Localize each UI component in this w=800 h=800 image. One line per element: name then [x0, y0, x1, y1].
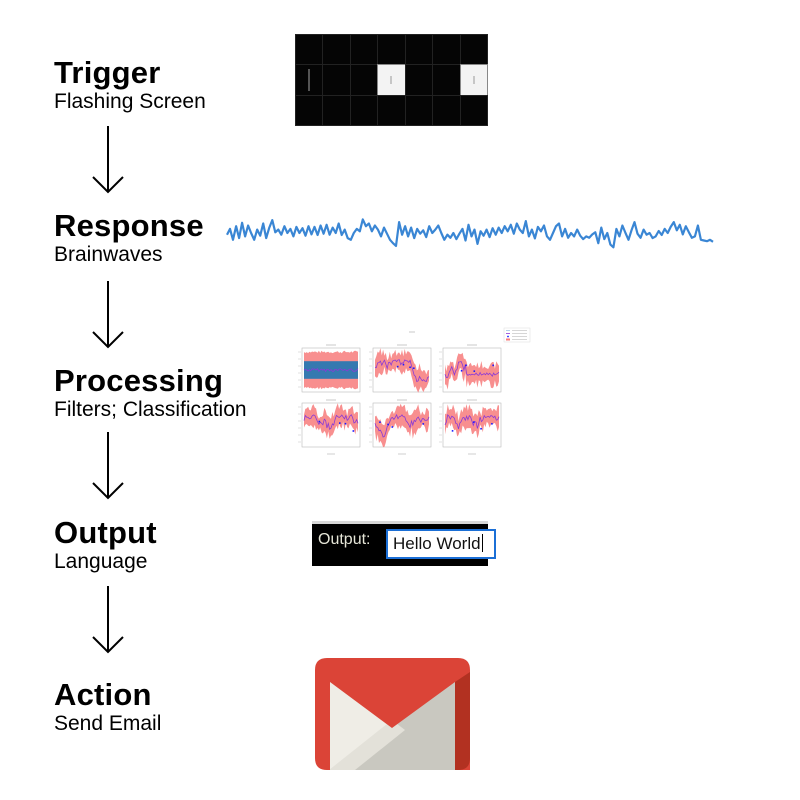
event-marker — [472, 421, 475, 423]
stage-title: Processing — [54, 363, 224, 398]
mean-line — [444, 414, 500, 430]
brainwave-line — [226, 218, 714, 249]
legend-swatch — [506, 338, 510, 341]
down-arrow-icon — [88, 432, 128, 502]
grid-cell — [404, 33, 434, 66]
mean-line — [303, 414, 359, 431]
grid-cell — [432, 94, 461, 127]
mean-line — [374, 413, 430, 438]
brainwave-signal — [226, 218, 714, 249]
event-marker — [344, 422, 347, 425]
grid-cell — [404, 94, 434, 127]
grid-cell — [459, 94, 489, 127]
grid-cell — [349, 94, 379, 127]
stage-trigger: Trigger Flashing Screen — [54, 56, 206, 114]
grid-cell-lit — [377, 64, 406, 96]
stage-subtitle: Language — [54, 550, 148, 573]
cell-label — [473, 75, 475, 84]
down-arrow-icon — [88, 586, 128, 656]
event-marker — [391, 426, 394, 428]
event-marker — [491, 423, 493, 425]
grid-cell — [294, 94, 324, 127]
event-marker — [409, 366, 411, 369]
output-label: Output: — [318, 531, 371, 548]
event-marker — [480, 427, 482, 430]
stage-output: Output Language — [54, 516, 157, 574]
stage-response: Response Brainwaves — [54, 209, 204, 267]
grid-cell — [432, 33, 461, 66]
mean-line — [374, 359, 430, 383]
grid-cell — [432, 64, 461, 96]
processing-figure — [298, 327, 531, 455]
event-marker — [318, 420, 321, 423]
uncertainty-band — [375, 348, 429, 393]
event-marker — [352, 430, 355, 432]
event-marker — [473, 370, 476, 372]
grid-cell — [459, 33, 489, 66]
stage-title: Trigger — [54, 55, 161, 90]
stage-subtitle: Brainwaves — [54, 243, 163, 266]
panel-border — [312, 521, 488, 524]
event-marker — [402, 363, 405, 366]
uncertainty-band — [304, 403, 358, 439]
grid-cell — [322, 64, 351, 96]
grid-cell — [294, 33, 324, 66]
text-caret — [481, 534, 483, 552]
uncertainty-band — [375, 403, 429, 448]
stage-title: Action — [54, 677, 152, 712]
cell-label — [308, 68, 311, 91]
stage-subtitle: Flashing Screen — [54, 90, 206, 113]
stage-title: Output — [54, 515, 157, 550]
stage-processing: Processing Filters; Classification — [54, 364, 247, 422]
grid-cell — [377, 94, 406, 127]
stage-action: Action Send Email — [54, 678, 161, 736]
event-marker — [339, 422, 341, 424]
grid-cell — [349, 64, 379, 96]
grid-cell — [349, 33, 379, 66]
stage-title: Response — [54, 208, 204, 243]
event-marker — [451, 430, 454, 432]
legend-box — [503, 327, 531, 343]
event-marker — [460, 369, 463, 372]
down-arrow-icon — [88, 281, 128, 351]
stage-subtitle: Send Email — [54, 712, 162, 735]
down-arrow-icon — [88, 126, 128, 196]
grid-cell-lit — [459, 64, 489, 96]
mean-line — [303, 368, 359, 373]
cell-label — [390, 75, 392, 84]
output-value: Hello World — [393, 534, 481, 553]
grid-cell — [322, 94, 351, 127]
grid-cell — [404, 64, 434, 96]
output-panel: Output: Hello World — [312, 521, 496, 566]
grid-cell — [294, 64, 324, 96]
gmail-m-shadow — [455, 672, 470, 770]
grid-cell — [377, 33, 406, 66]
gmail-icon — [315, 658, 470, 770]
event-marker — [492, 364, 494, 367]
mean-line — [444, 361, 500, 379]
event-marker — [387, 423, 389, 426]
legend-swatch — [507, 335, 509, 338]
event-marker — [465, 364, 467, 367]
gmail-m — [315, 658, 470, 770]
event-marker — [379, 421, 381, 424]
grid-cell — [322, 33, 351, 66]
event-marker — [422, 423, 425, 425]
event-marker — [396, 365, 399, 368]
event-marker — [413, 367, 415, 370]
output-text-field[interactable]: Hello World — [386, 529, 496, 559]
stage-subtitle: Filters; Classification — [54, 398, 247, 421]
flashing-screen-grid — [294, 33, 489, 127]
envelope-fold — [329, 720, 405, 770]
